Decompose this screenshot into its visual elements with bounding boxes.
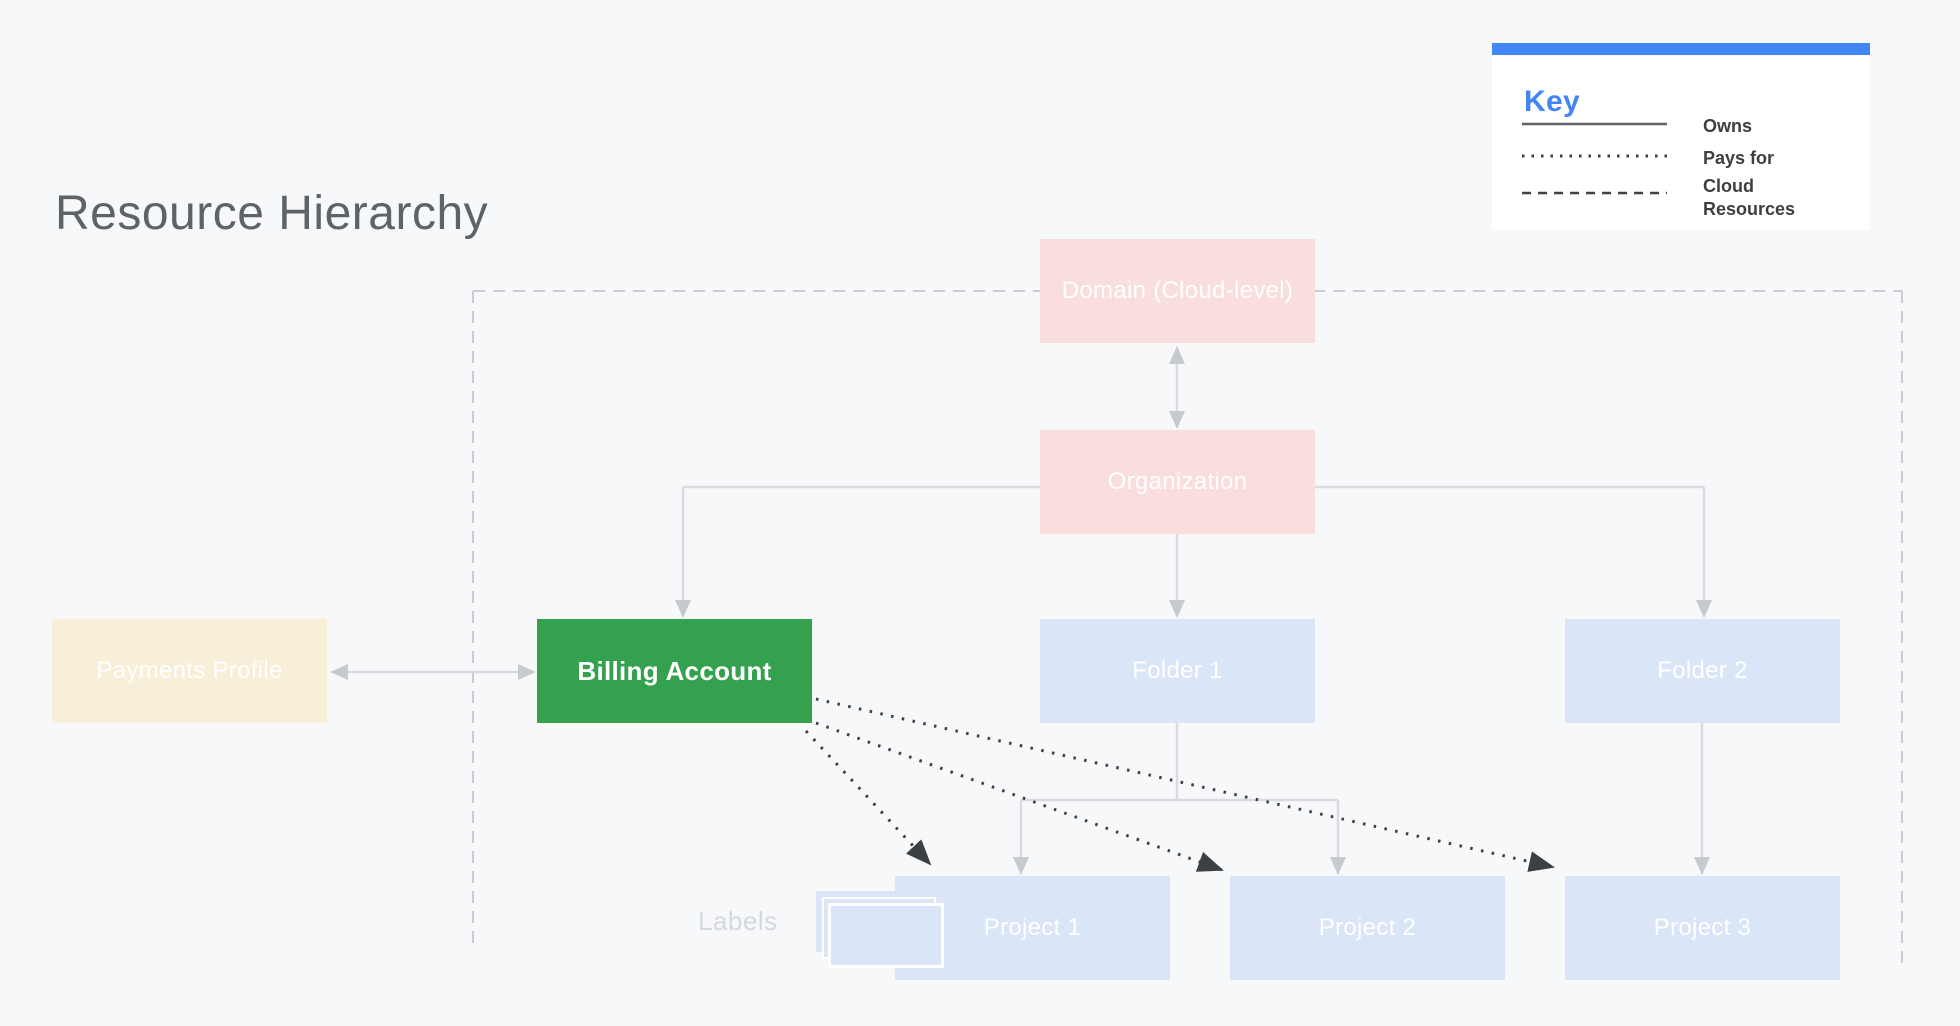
- edge-billing-pays-project1: [804, 729, 932, 866]
- edge-billing-pays-project3: [815, 697, 1555, 872]
- pays-for-line-sample: [1522, 154, 1667, 158]
- node-project-1-label: Project 1: [983, 914, 1082, 941]
- key-legend: Key Owns Pays for Cloud Resources: [1492, 43, 1870, 230]
- pays-for-connectors: [804, 697, 1555, 872]
- cloud-resources-line-sample: [1522, 191, 1667, 195]
- node-folder-1-label: Folder 1: [1132, 657, 1223, 684]
- owns-connectors: [330, 346, 1712, 875]
- folder1-split-rail: [1021, 723, 1338, 802]
- node-project-2-label: Project 2: [1318, 914, 1417, 941]
- edge-billing-pays-project2: [815, 721, 1224, 872]
- node-organization: Organization: [1040, 430, 1315, 534]
- node-billing-account-label: Billing Account: [577, 655, 772, 686]
- node-project-3: Project 3: [1565, 876, 1840, 980]
- key-legend-accent-bar: [1492, 43, 1870, 55]
- labels-stack-icon: [816, 891, 946, 971]
- node-billing-account: Billing Account: [537, 619, 812, 723]
- label-card-front: [828, 903, 944, 968]
- node-folder-2-label: Folder 2: [1657, 657, 1748, 684]
- node-project-3-label: Project 3: [1653, 914, 1752, 941]
- labels-caption: Labels: [698, 906, 778, 936]
- node-payments-profile-label: Payments Profile: [96, 657, 283, 684]
- key-label-pays-for: Pays for: [1703, 148, 1775, 168]
- page-title: Resource Hierarchy: [55, 187, 489, 240]
- node-payments-profile: Payments Profile: [52, 619, 327, 723]
- node-domain-label: Domain (Cloud-level): [1061, 277, 1294, 304]
- key-legend-title: Key: [1524, 85, 1580, 118]
- node-organization-label: Organization: [1107, 468, 1248, 495]
- key-label-cloud-resources: Cloud Resources: [1703, 176, 1796, 219]
- node-folder-2: Folder 2: [1565, 619, 1840, 723]
- key-label-owns: Owns: [1703, 116, 1753, 136]
- owns-line-sample: [1522, 122, 1667, 126]
- node-domain: Domain (Cloud-level): [1040, 239, 1315, 343]
- node-folder-1: Folder 1: [1040, 619, 1315, 723]
- node-project-2: Project 2: [1230, 876, 1505, 980]
